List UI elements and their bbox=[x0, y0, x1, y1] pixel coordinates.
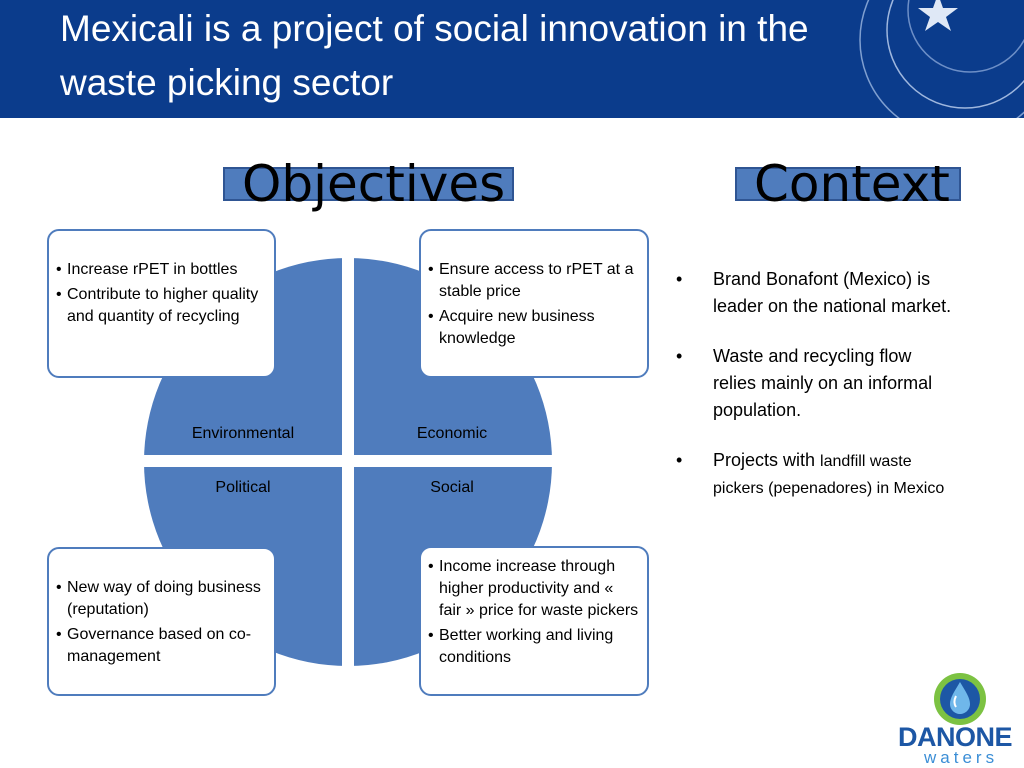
quadrant-label-environmental: Environmental bbox=[191, 425, 295, 442]
economic-bullet: Acquire new business knowledge bbox=[427, 306, 639, 350]
social-bullet: Income increase through higher productiv… bbox=[427, 556, 639, 622]
header-bar: Mexicali is a project of social innovati… bbox=[0, 0, 1024, 118]
environmental-objectives-card: Increase rPET in bottles Contribute to h… bbox=[47, 229, 276, 378]
social-bullet: Better working and living conditions bbox=[427, 625, 639, 669]
objectives-heading-bar bbox=[223, 167, 514, 201]
decorative-circles-star-icon bbox=[859, 0, 1024, 118]
water-drop-icon bbox=[934, 673, 986, 725]
logo-wordmark: DANONE bbox=[898, 722, 1013, 752]
quadrant-label-political: Political bbox=[215, 479, 271, 496]
political-bullet: New way of doing business (reputation) bbox=[55, 577, 266, 621]
objectives-heading: Objectives bbox=[242, 155, 506, 213]
quadrant-label-economic: Economic bbox=[416, 425, 488, 442]
quadrant-label-social: Social bbox=[430, 479, 474, 496]
political-bullet: Governance based on co-management bbox=[55, 624, 266, 668]
context-item-lead: Projects with bbox=[713, 450, 821, 470]
economic-bullet: Ensure access to rPET at a stable price bbox=[427, 259, 639, 303]
environmental-bullet: Contribute to higher quality and quantit… bbox=[55, 284, 266, 328]
context-item: Projects with landfill waste pickers (pe… bbox=[676, 447, 956, 501]
economic-objectives-card: Ensure access to rPET at a stable price … bbox=[419, 229, 649, 378]
danone-waters-logo: DANONE waters bbox=[894, 672, 1024, 768]
context-item-text: Brand Bonafont (Mexico) is leader on the… bbox=[713, 269, 952, 316]
political-objectives-card: New way of doing business (reputation) G… bbox=[47, 547, 276, 696]
social-objectives-card: Income increase through higher productiv… bbox=[419, 546, 649, 696]
context-heading: Context bbox=[754, 155, 950, 213]
context-item: Waste and recycling flow relies mainly o… bbox=[676, 343, 956, 424]
context-heading-bar bbox=[735, 167, 961, 201]
slide-title: Mexicali is a project of social innovati… bbox=[60, 8, 809, 103]
logo-subtitle: waters bbox=[924, 748, 999, 767]
context-item-text: Waste and recycling flow relies mainly o… bbox=[713, 346, 933, 420]
context-item: Brand Bonafont (Mexico) is leader on the… bbox=[676, 266, 956, 320]
environmental-bullet: Increase rPET in bottles bbox=[55, 259, 266, 281]
context-item-text: landfill waste pickers (pepenadores) in … bbox=[713, 453, 945, 497]
context-bullet-list: Brand Bonafont (Mexico) is leader on the… bbox=[676, 266, 956, 524]
